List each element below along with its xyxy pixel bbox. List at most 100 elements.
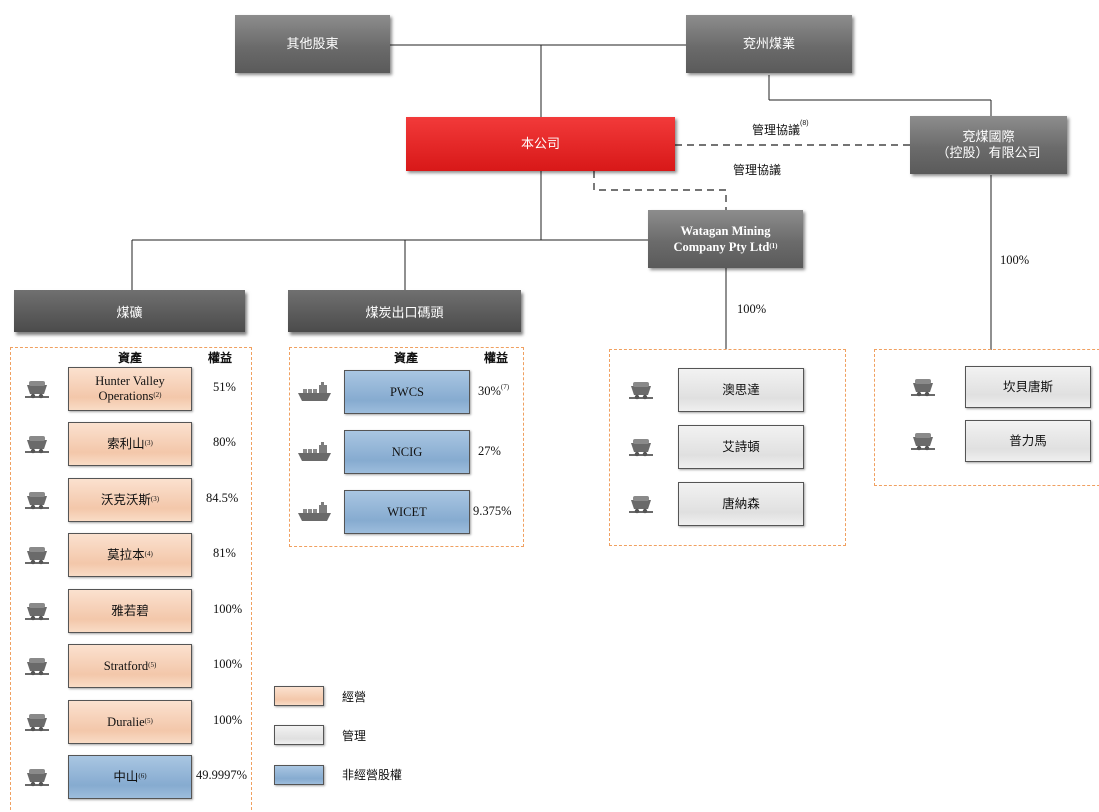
coal-mine-box: 莫拉本(4) (68, 533, 192, 577)
footnote-marker: (5) (148, 660, 157, 669)
port-interest: 27% (478, 444, 501, 458)
coal-mine-interest: 80% (213, 435, 236, 449)
port-box: PWCS (344, 370, 470, 414)
mine-cart-icon (628, 493, 654, 515)
legend-label-non-operated: 非經營股權 (342, 768, 403, 782)
coal-mine-interest: 100% (213, 713, 243, 727)
port-name: NCIG (391, 444, 423, 459)
ycii-mine-name: 坎貝唐斯 (1002, 379, 1053, 394)
port-box: WICET (344, 490, 470, 534)
mine-cart-icon (628, 436, 654, 458)
coal-mine-box: 沃克沃斯(3) (68, 478, 192, 522)
port-interest: 30%(7) (478, 383, 510, 398)
coal-mine-box: Stratford(5) (68, 644, 192, 688)
footnote-marker: (4) (144, 549, 153, 558)
watagan-ownership-pct: 100% (737, 302, 767, 316)
mine-cart-icon (24, 655, 50, 677)
ycii-mine-box: 坎貝唐斯 (965, 366, 1091, 408)
coal-assets-header: 資產 (118, 351, 143, 365)
watagan-mine-name: 澳思達 (722, 382, 760, 397)
footnote-marker: (5) (144, 716, 153, 725)
coal-mine-box: Duralie(5) (68, 700, 192, 744)
ycii-mine-name: 普力馬 (1009, 433, 1047, 448)
footnote-marker: (3) (144, 438, 153, 447)
mine-cart-icon (24, 766, 50, 788)
ycii-label-line2: （控股）有限公司 (936, 145, 1041, 160)
watagan-mine-name: 艾詩頓 (722, 439, 760, 454)
mine-cart-icon (24, 433, 50, 455)
coal-mines-title: 煤礦 (116, 304, 143, 320)
watagan-note: (1) (769, 242, 778, 250)
coal-mine-interest: 81% (213, 546, 236, 560)
legend-swatch-managed (274, 725, 324, 745)
coal-mine-name: 中山 (113, 769, 139, 784)
coal-mine-interest: 49.9997% (196, 768, 248, 782)
port-name: PWCS (389, 384, 425, 399)
legend-label-operated: 經營 (342, 690, 367, 704)
yancoal-box: 兗州煤業 (686, 15, 852, 73)
footnote-marker: (3) (150, 494, 160, 503)
footnote-marker: (6) (138, 771, 147, 780)
coal-mine-name: 沃克沃斯 (100, 492, 151, 507)
coal-mine-box: 雅若碧 (68, 589, 192, 633)
watagan-mine-name: 唐納森 (722, 496, 760, 511)
mine-cart-icon (628, 379, 654, 401)
watagan-mine-box: 澳思達 (678, 368, 804, 412)
cargo-ship-icon (297, 501, 333, 523)
port-box: NCIG (344, 430, 470, 474)
watagan-label-line2: Company Pty Ltd (673, 240, 770, 254)
coal-mine-name-line2: Operations(2) (98, 389, 162, 403)
yancoal-label: 兗州煤業 (742, 36, 795, 51)
ycii-assets-group (874, 349, 1099, 486)
coal-mine-interest: 51% (213, 380, 236, 394)
coal-mine-name: Hunter Valley (95, 374, 165, 388)
ports-group (289, 347, 524, 547)
cargo-ship-icon (297, 381, 333, 403)
cargo-ship-icon (297, 441, 333, 463)
mine-cart-icon (24, 544, 50, 566)
ycii-mine-box: 普力馬 (965, 420, 1091, 462)
mine-cart-icon (910, 430, 936, 452)
coal-mine-name: 雅若碧 (111, 603, 149, 618)
coal-interest-header: 權益 (208, 351, 233, 365)
other-shareholders-box: 其他股東 (235, 15, 390, 73)
mine-cart-icon (24, 489, 50, 511)
ports-assets-header: 資產 (394, 351, 419, 365)
mine-cart-icon (24, 711, 50, 733)
watagan-mine-box: 唐納森 (678, 482, 804, 526)
legend-label-managed: 管理 (342, 729, 367, 743)
ports-section: 煤炭出口碼頭 (288, 290, 521, 332)
port-name: WICET (387, 504, 427, 519)
legend-swatch-operated (274, 686, 324, 706)
mine-cart-icon (24, 600, 50, 622)
mgmt-agreement-label-8: 管理協議(8) (752, 120, 809, 137)
coal-mine-interest: 84.5% (206, 491, 239, 505)
coal-mine-interest: 100% (213, 657, 243, 671)
mine-cart-icon (910, 376, 936, 398)
mgmt-agreement-label: 管理協議 (733, 163, 782, 177)
ports-interest-header: 權益 (484, 351, 509, 365)
mine-cart-icon (24, 378, 50, 400)
ports-title: 煤炭出口碼頭 (365, 304, 444, 320)
company-label: 本公司 (520, 136, 560, 151)
company-box: 本公司 (406, 117, 675, 171)
coal-mines-group (10, 347, 252, 810)
coal-mines-section: 煤礦 (14, 290, 245, 332)
coal-mine-interest: 100% (213, 602, 243, 616)
coal-mine-name: 莫拉本 (107, 547, 145, 562)
ycii-ownership-pct: 100% (1000, 253, 1030, 267)
coal-mine-name: Stratford (103, 658, 149, 673)
watagan-box: Watagan Mining Company Pty Ltd(1) (648, 210, 803, 268)
coal-mine-name: Duralie (107, 714, 145, 729)
other-shareholders-label: 其他股東 (286, 36, 339, 51)
coal-mine-name: 索利山 (107, 436, 145, 451)
coal-mine-box: 索利山(3) (68, 422, 192, 466)
watagan-mine-box: 艾詩頓 (678, 425, 804, 469)
coal-mine-box: 中山(6) (68, 755, 192, 799)
port-interest: 9.375% (473, 504, 512, 518)
legend-swatch-non-operated (274, 765, 324, 785)
watagan-assets-group (609, 349, 846, 546)
watagan-label-line1: Watagan Mining (680, 224, 771, 238)
